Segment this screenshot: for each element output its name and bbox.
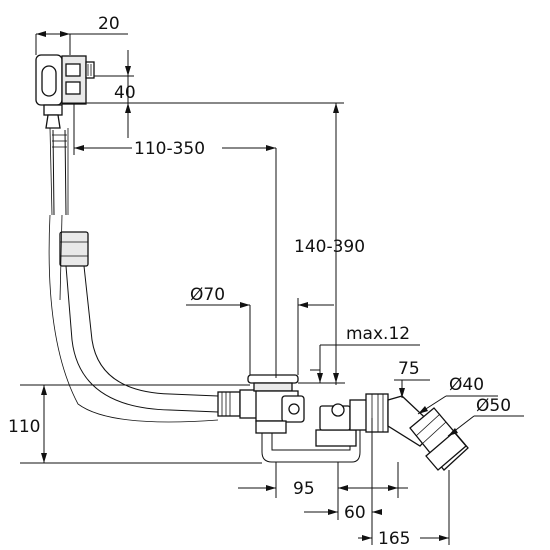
waste-body [217, 374, 389, 463]
dim-label-max-12: max.12 [346, 324, 410, 344]
dim-label-110: 110 [8, 417, 40, 437]
overflow-head [35, 54, 95, 129]
dim-label-60: 60 [344, 503, 366, 523]
dim-label-95: 95 [293, 479, 315, 499]
dim-label-40: 40 [114, 83, 136, 103]
dim-label-140-390: 140-390 [294, 237, 365, 257]
flexible-hose [48, 127, 219, 423]
dim-label-dia-40: Ø40 [449, 375, 484, 395]
dim-label-165: 165 [378, 529, 410, 549]
extension-lines [20, 34, 450, 545]
dimension-lines [36, 31, 524, 541]
dim-label-20: 20 [98, 14, 120, 34]
dim-label-110-350: 110-350 [134, 139, 205, 159]
angled-outlet [387, 395, 469, 471]
dim-label-75: 75 [398, 359, 420, 379]
dim-label-dia-70: Ø70 [190, 285, 225, 305]
dim-label-dia-50: Ø50 [476, 396, 511, 416]
